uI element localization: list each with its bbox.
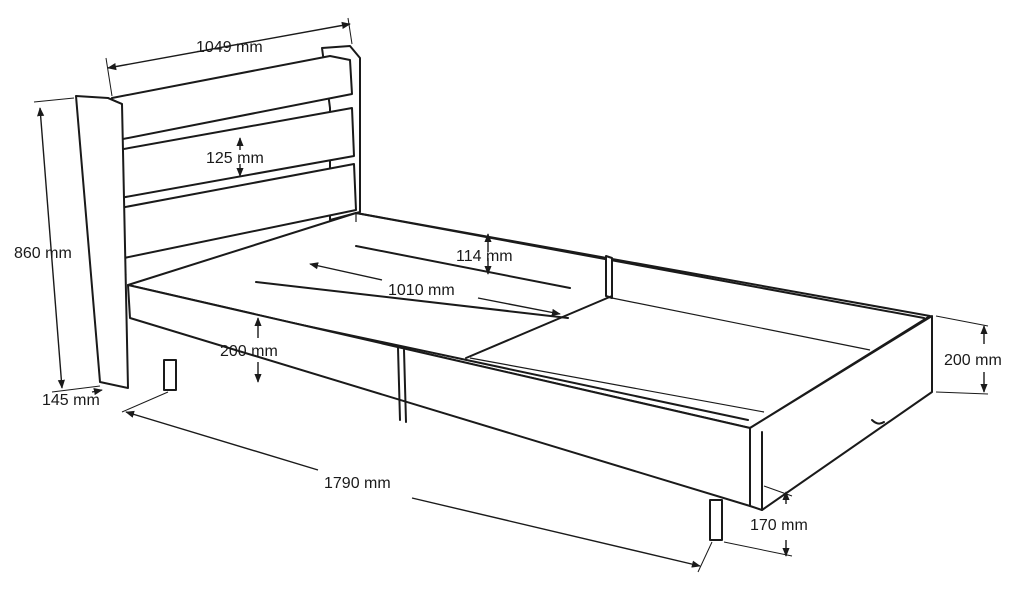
dim-total-length: 1790 mm (121, 391, 713, 573)
label-leg-height: 170 mm (750, 517, 808, 534)
label-frame-height: 200 mm (944, 352, 1002, 369)
label-rail-height: 200 mm (220, 343, 278, 360)
dim-headboard-thickness: 145 mm (42, 388, 103, 409)
dim-leg-height: 170 mm (723, 485, 808, 557)
bed-frame (127, 212, 933, 541)
label-total-height: 860 mm (14, 245, 72, 262)
dim-inner-depth: 114 mm (456, 233, 513, 275)
dim-rail-height: 200 mm (220, 317, 278, 383)
center-support (605, 255, 613, 299)
dim-slat-gap: 125 mm (206, 137, 264, 177)
label-slat-gap: 125 mm (206, 150, 264, 167)
headboard-front-post (75, 95, 129, 389)
dim-headboard-width: 1049 mm (105, 17, 353, 97)
label-headboard-width: 1049 mm (196, 39, 263, 56)
dim-total-height: 860 mm (14, 97, 101, 393)
foot-rail (749, 315, 933, 511)
label-total-length: 1790 mm (324, 475, 391, 492)
label-headboard-thickness: 145 mm (42, 392, 100, 409)
label-inner-width: 1010 mm (388, 282, 455, 299)
dim-inner-width: 1010 mm (309, 262, 561, 316)
leg-front (709, 499, 723, 541)
leg-far (871, 419, 885, 425)
headboard (75, 45, 361, 389)
leg-rear (163, 359, 177, 391)
dim-frame-height: 200 mm (935, 315, 1002, 395)
label-inner-depth: 114 mm (456, 248, 513, 265)
